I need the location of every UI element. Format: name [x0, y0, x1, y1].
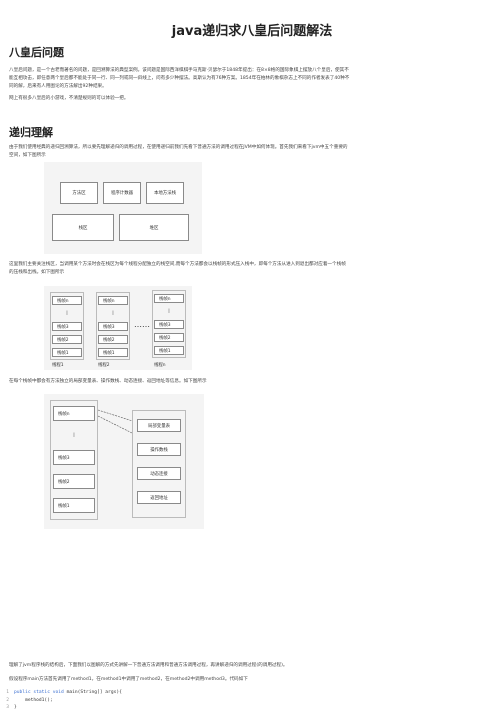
- operand-stack-box: 操作数栈: [137, 443, 181, 456]
- frame-3: 栈帧3: [52, 322, 82, 331]
- paragraph-line: 网上有很多八皇后的小游戏，不清楚规则的可以体验一把。: [9, 96, 129, 101]
- dynamic-linking-box: 动态连接: [137, 467, 181, 480]
- frame-1: 栈帧1: [53, 498, 95, 513]
- frame-3: 栈帧3: [98, 322, 128, 331]
- native-stack-box: 本地方法栈: [146, 182, 184, 204]
- frame-1: 栈帧1: [154, 346, 184, 355]
- ellipsis: ……: [134, 320, 150, 329]
- code-line: 1 public static void main(String[] args)…: [0, 689, 504, 697]
- paragraph-line: 在每个栈帧中都会有方法独立的局部变量表、操作数栈、动态连接、返回地址等信息。如下…: [9, 379, 207, 384]
- local-variables-box: 局部变量表: [137, 419, 181, 432]
- frame-gap: |: [112, 311, 114, 316]
- thread-label: 线程1: [52, 363, 64, 368]
- jvm-memory-diagram: 方法区 程序计数器 本地方法栈 栈区 堆区: [44, 162, 202, 254]
- code-keyword: public static void: [14, 690, 64, 695]
- code-text: }: [14, 705, 17, 711]
- paragraph-line: 的压栈和出栈。如下图所示: [9, 270, 65, 275]
- frame-detail-column: 局部变量表 操作数栈 动态连接 返回地址: [132, 410, 186, 518]
- line-number: 2: [6, 697, 9, 703]
- thread-stack-2: 栈帧n | 栈帧3 栈帧2 栈帧1: [96, 292, 130, 360]
- line-number: 3: [6, 705, 9, 711]
- thread-label: 线程n: [154, 363, 166, 368]
- paragraph-line: 这里我们主要关注栈区，当调用某个方法时会在栈区为每个线程分配独立的栈空间,而每个…: [9, 262, 346, 267]
- frame-n: 栈帧n: [52, 296, 82, 305]
- thread-label: 线程2: [98, 363, 110, 368]
- paragraph-line: 八皇后问题，是一个古老而著名的问题，是回溯算法的典型案例。该问题是国际西洋棋棋手…: [9, 68, 349, 73]
- paragraph-line: 假设程序main方法首先调用了method1，在method1中调用了metho…: [9, 677, 248, 682]
- return-address-box: 返回地址: [137, 491, 181, 504]
- stack-area-box: 栈区: [52, 214, 114, 241]
- frame-3: 栈帧3: [53, 450, 95, 465]
- page-title: java递归求八皇后问题解法: [171, 24, 333, 39]
- frame-gap: |: [168, 309, 170, 314]
- paragraph-line: 空间，如下图所示: [9, 153, 46, 158]
- line-number: 1: [6, 690, 9, 695]
- method-area-box: 方法区: [60, 182, 98, 204]
- frame-2: 栈帧2: [154, 333, 184, 342]
- frame-gap: |: [73, 433, 75, 438]
- frame-n: 栈帧n: [154, 294, 184, 303]
- frame-n: 栈帧n: [98, 296, 128, 305]
- code-line: 2 method1();: [0, 697, 504, 705]
- paragraph-line: 理解了jvm程序栈的结构后，下面我们以图解的方式先讲解一下普通方法调用和普通方法…: [9, 663, 288, 668]
- frame-1: 栈帧1: [98, 348, 128, 357]
- heading-recursion: 递归理解: [9, 126, 53, 139]
- heap-area-box: 堆区: [119, 214, 189, 241]
- frame-2: 栈帧2: [53, 474, 95, 489]
- frame-2: 栈帧2: [98, 335, 128, 344]
- frame-column: 栈帧n | 栈帧3 栈帧2 栈帧1: [50, 400, 98, 520]
- pc-register-box: 程序计数器: [103, 182, 141, 204]
- code-line: 3 }: [0, 704, 504, 712]
- paragraph-line: 能互相攻击，即任意两个皇后都不能处于同一行、同一列或同一斜线上，问有多少种摆法。…: [9, 76, 350, 81]
- code-text: method1();: [14, 697, 53, 703]
- frame-gap: |: [66, 311, 68, 316]
- frame-n: 栈帧n: [53, 406, 95, 421]
- heading-eight-queens: 八皇后问题: [9, 46, 64, 59]
- paragraph-line: 由于我们使用经典的递归回溯算法，所以要先理解递归的调用过程，在使用递归前我们先看…: [9, 145, 348, 150]
- thread-stack-1: 栈帧n | 栈帧3 栈帧2 栈帧1: [50, 292, 84, 360]
- code-text: main(String[] args){: [63, 690, 122, 695]
- frame-1: 栈帧1: [52, 348, 82, 357]
- thread-stack-n: 栈帧n | 栈帧3 栈帧2 栈帧1: [152, 290, 186, 358]
- thread-stack-diagram: 栈帧n | 栈帧3 栈帧2 栈帧1 线程1 栈帧n | 栈帧3 栈帧2 栈帧1 …: [44, 286, 192, 370]
- paragraph-line: 同的解，后来有人用图论的方法解出92种结果。: [9, 84, 107, 89]
- frame-3: 栈帧3: [154, 320, 184, 329]
- frame-2: 栈帧2: [52, 335, 82, 344]
- frame-detail-diagram: 栈帧n | 栈帧3 栈帧2 栈帧1 局部变量表 操作数栈 动态连接 返回地址: [44, 394, 204, 529]
- code-block: 1 public static void main(String[] args)…: [0, 689, 504, 713]
